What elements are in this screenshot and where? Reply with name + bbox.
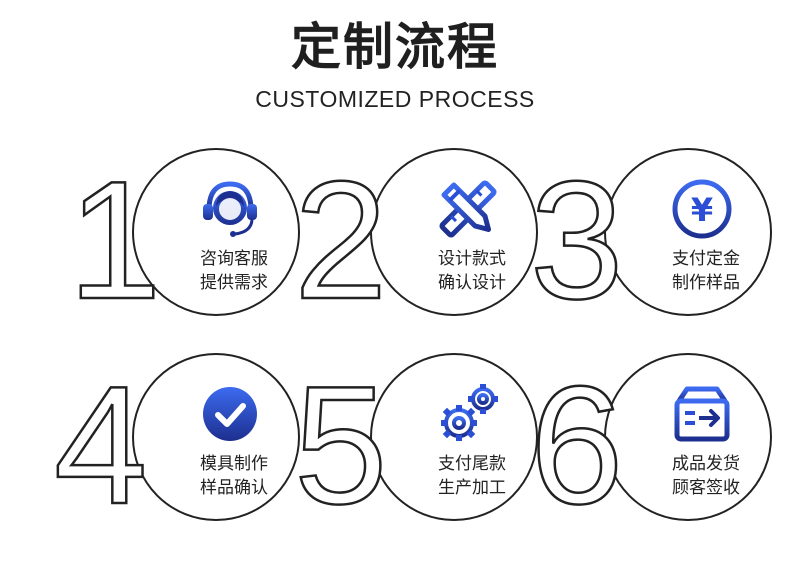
- svg-text:6: 6: [530, 351, 623, 539]
- step-circle: [604, 353, 772, 521]
- step-number: 1: [60, 145, 180, 336]
- yen-coin-icon: ¥: [669, 176, 735, 242]
- step-label: 支付尾款 生产加工: [438, 454, 506, 498]
- step-circle: [132, 148, 300, 316]
- step-number: 3: [529, 145, 652, 336]
- page-title: 定制流程: [291, 18, 499, 76]
- step-circle: [370, 353, 538, 521]
- shipping-box-icon: [669, 381, 735, 447]
- step-number: 6: [529, 350, 652, 541]
- step-label: 成品发货 顾客签收: [672, 454, 740, 498]
- step-circle: [370, 148, 538, 316]
- svg-text:5: 5: [294, 351, 387, 539]
- svg-text:¥: ¥: [691, 191, 713, 229]
- step-1: 1 咨询客服 提供需求: [60, 145, 302, 348]
- customer-service-headset-icon: [197, 176, 263, 242]
- step-number: 4: [53, 350, 180, 541]
- step-circle: [604, 148, 772, 316]
- step-label: 设计款式 确认设计: [438, 249, 506, 293]
- svg-text:1: 1: [68, 146, 161, 334]
- svg-text:2: 2: [294, 146, 387, 334]
- step-2: 2 设计款式 确认设计: [293, 145, 540, 348]
- step-circle: [132, 353, 300, 521]
- step-number: 5: [293, 350, 418, 541]
- svg-text:3: 3: [530, 146, 623, 334]
- pencil-ruler-icon: [435, 176, 501, 242]
- step-label: 支付定金 制作样品: [672, 249, 740, 293]
- svg-text:4: 4: [54, 351, 147, 539]
- step-6: 6 成品发货 顾客签收: [529, 350, 774, 553]
- page-subtitle: CUSTOMIZED PROCESS: [255, 86, 535, 112]
- check-circle-icon: [197, 381, 263, 447]
- step-label: 咨询客服 提供需求: [200, 249, 268, 293]
- gears-icon: [435, 381, 501, 447]
- step-5: 5: [293, 350, 540, 553]
- step-4: 4 模具制作 样品确认: [53, 350, 302, 553]
- step-number: 2: [293, 145, 418, 336]
- step-3: 3 ¥ 支付定金 制作样品: [529, 145, 774, 348]
- step-label: 模具制作 样品确认: [200, 454, 268, 498]
